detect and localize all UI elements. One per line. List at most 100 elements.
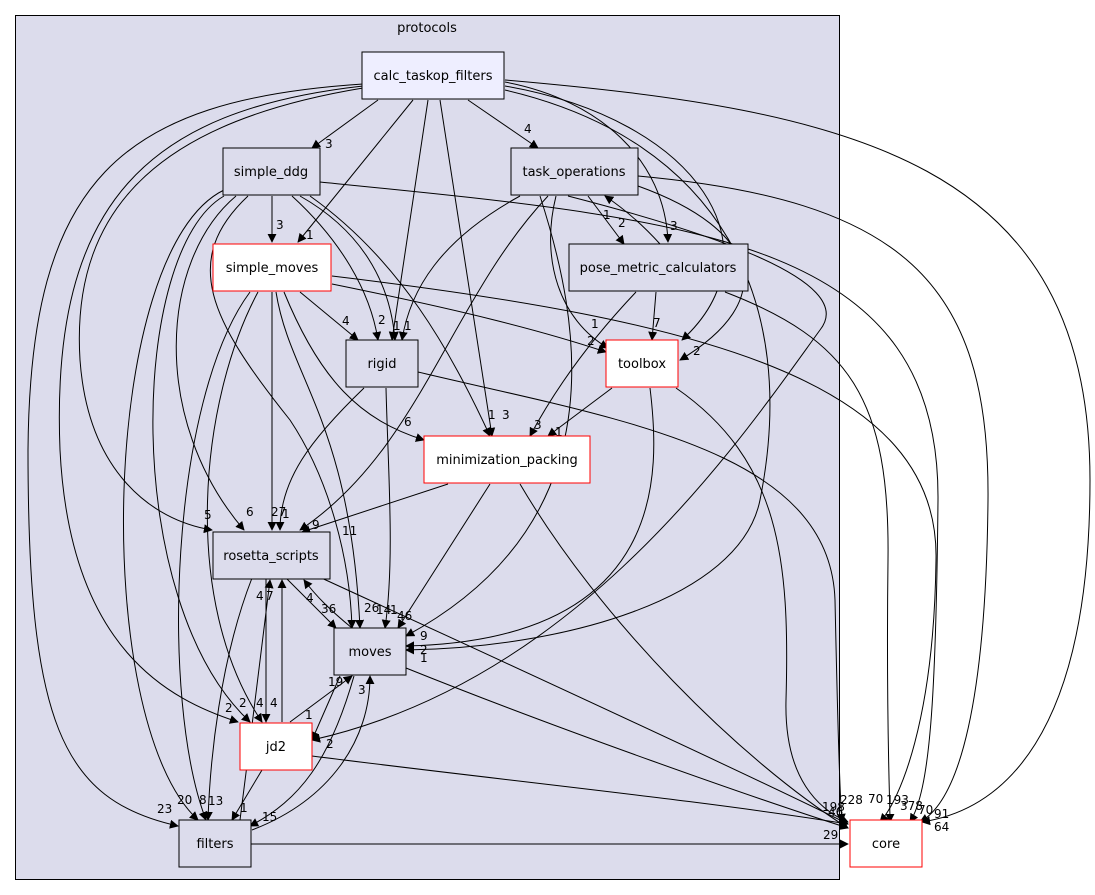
edge-label: 2	[225, 701, 233, 715]
edge-label: 1	[591, 317, 599, 331]
edge-calc-moves	[405, 89, 771, 655]
edge-taskop-moves	[405, 195, 573, 637]
edge-label: 193	[886, 793, 909, 807]
edge-label: 1	[282, 507, 290, 521]
node-label: moves	[348, 645, 391, 660]
edge-ddg-core	[319, 181, 939, 823]
edge-label: 6	[404, 415, 412, 429]
edge-label: 4	[270, 696, 278, 710]
edge-moves-jd2	[311, 675, 341, 741]
edge-label: 1	[240, 801, 248, 815]
edge-label: 4	[256, 696, 264, 710]
edge-min-core	[519, 483, 849, 829]
edge-ddg-jd2	[152, 195, 251, 723]
edge-calc-simple-moves	[297, 99, 414, 243]
edge-label: 1	[306, 228, 314, 242]
edge-toolbox-min	[547, 387, 613, 437]
edge-taskop-core	[637, 175, 989, 823]
edge-label: 36	[321, 602, 336, 616]
edge-label: 3	[325, 137, 333, 151]
edge-calc-core-1	[504, 79, 1091, 826]
edge-label: 8	[199, 793, 207, 807]
edge-label: 1	[603, 208, 611, 222]
edge-label: 3	[358, 683, 366, 697]
edge-label: 2	[239, 696, 247, 710]
edge-ddg-rigid-2	[299, 195, 399, 341]
edge-label: 5	[204, 508, 212, 522]
edge-label: 70	[868, 792, 883, 806]
edge-rigid-moves	[381, 387, 391, 629]
edge-label: 46	[828, 805, 843, 819]
node-minimization-packing[interactable]: minimization_packing	[423, 435, 591, 484]
edge-label: 378	[900, 799, 923, 813]
edge-pose-metric-min	[529, 291, 637, 437]
edge-label: 27	[271, 505, 286, 519]
edge-ddg-rosetta	[175, 195, 245, 531]
edge-label: 4	[524, 122, 532, 136]
edge-moves-filters	[249, 675, 355, 827]
edge-calc-rosetta	[78, 87, 364, 534]
edge-jd2-moves	[289, 675, 353, 723]
edge-label: 1	[488, 408, 496, 422]
node-jd2[interactable]: jd2	[239, 722, 313, 771]
edge-label: 2	[587, 334, 595, 348]
node-moves[interactable]: moves	[333, 627, 407, 676]
node-task-operations[interactable]: task_operations	[510, 147, 639, 196]
node-calc-taskop-filters[interactable]: calc_taskop_filters	[361, 51, 505, 100]
edge-label: 3	[502, 408, 510, 422]
nodes: calc_taskop_filters simple_ddg task_oper…	[178, 51, 923, 868]
edge-label: 91	[934, 807, 949, 821]
edge-ddg-filters	[122, 189, 225, 821]
edge-label: 1	[555, 425, 563, 439]
edge-sm-jd2	[206, 291, 263, 723]
edge-label: 14	[376, 603, 391, 617]
edge-label: 7	[266, 589, 274, 603]
node-rosetta-scripts[interactable]: rosetta_scripts	[212, 531, 331, 580]
node-label: rigid	[367, 357, 396, 372]
node-simple-moves[interactable]: simple_moves	[212, 243, 332, 292]
edge-taskop-toolbox	[550, 195, 609, 349]
cluster-label: protocols	[397, 21, 457, 36]
edge-ddg-rigid	[291, 195, 382, 341]
node-filters[interactable]: filters	[178, 819, 252, 868]
edge-label: 2	[326, 737, 334, 751]
edge-label: 7	[653, 316, 661, 330]
edge-min-rosetta	[301, 483, 449, 534]
edge-label: 198	[822, 800, 845, 814]
edge-label: 9	[420, 629, 428, 643]
node-pose-metric-calculators[interactable]: pose_metric_calculators	[568, 243, 749, 292]
edge-label: 9	[312, 518, 320, 532]
edge-sm-min	[283, 291, 425, 442]
node-label: jd2	[265, 740, 286, 755]
edge-moves-core	[405, 667, 849, 830]
edge-rosetta-core	[303, 569, 849, 825]
node-simple-ddg[interactable]: simple_ddg	[222, 147, 321, 196]
edge-filters-rosetta	[239, 579, 274, 821]
edge-label: 2	[693, 344, 701, 358]
edge-sm-filters	[178, 291, 251, 821]
edge-min-moves	[397, 483, 491, 629]
edge-rosetta-moves	[285, 577, 337, 629]
node-label: calc_taskop_filters	[374, 69, 493, 84]
node-core[interactable]: core	[849, 819, 923, 868]
node-rigid[interactable]: rigid	[345, 339, 419, 388]
node-label: filters	[196, 837, 233, 852]
node-toolbox[interactable]: toolbox	[605, 339, 679, 388]
edge-label: 1	[393, 319, 401, 333]
node-label: pose_metric_calculators	[580, 261, 737, 276]
node-label: simple_ddg	[234, 165, 308, 180]
edge-ddg-min	[309, 195, 491, 437]
edges	[27, 79, 1091, 849]
edge-label: 3	[534, 418, 542, 432]
edge-taskop-rosetta	[299, 195, 549, 531]
edge-label: 4	[342, 314, 350, 328]
edge-sm-moves	[275, 291, 365, 629]
edge-label: 64	[934, 820, 949, 834]
edge-sm-rigid	[299, 291, 359, 341]
node-label: core	[872, 837, 900, 852]
edge-calc-min	[439, 99, 496, 437]
edge-calc-jd2	[58, 85, 364, 724]
edge-label: 15	[262, 810, 277, 824]
edge-sm-core	[331, 275, 937, 823]
